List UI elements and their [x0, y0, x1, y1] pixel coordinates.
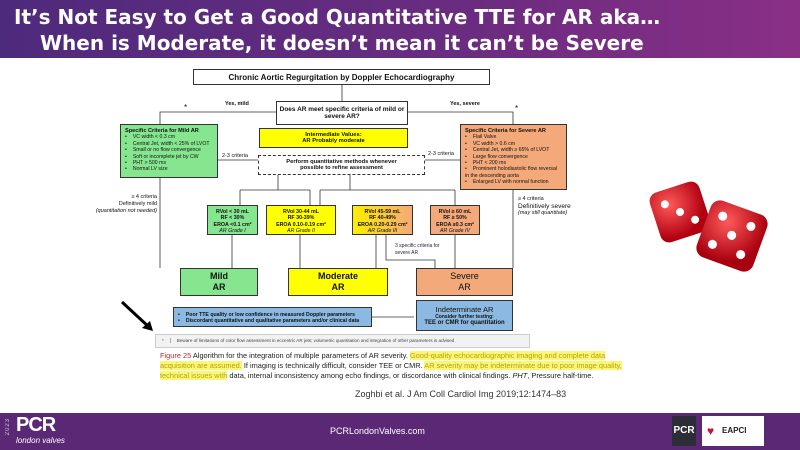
mild-criteria-box: Specific Criteria for Mild AR VC width <… [120, 124, 218, 178]
asterisk: * [515, 104, 519, 113]
criteria-2-3-right: 2-3 criteria [428, 151, 454, 157]
question-box: Does AR meet specific criteria of mild o… [276, 101, 408, 125]
eapci-logo: ♥ EAPCI [702, 416, 764, 446]
criteria-item: Prominent holodiastolic flow reversal in… [465, 166, 562, 179]
intermediate-box: Intermediate Values: AR Probably moderat… [259, 128, 408, 148]
footnote-box: *Beware of limitations of color flow ass… [155, 334, 530, 348]
criteria-item: VC width < 0.3 cm [125, 134, 213, 140]
criteria-item: Normal LV size [125, 166, 213, 172]
slide-title: It’s Not Easy to Get a Good Quantitative… [0, 0, 800, 58]
severe-criteria-box: Specific Criteria for Severe AR Flail Va… [460, 124, 567, 190]
criteria-item: VC width > 0.6 cm [465, 141, 562, 147]
footer-url[interactable]: PCRLondonValves.com [330, 426, 425, 436]
pcr-logo-sub: london valves [16, 436, 65, 445]
criteria-item: PHT > 500 ms [125, 160, 213, 166]
criteria-item: Central Jet, width ≥ 65% of LVOT [465, 147, 562, 153]
criteria-item: Soft or incomplete jet by CW [125, 154, 213, 160]
title-line-1: It’s Not Easy to Get a Good Quantitative… [14, 5, 661, 29]
title-line-2: When is Moderate, it doesn’t mean it can… [40, 31, 644, 55]
intermediate-title: Intermediate Values: [305, 132, 362, 138]
criteria-item: Flail Valve [465, 134, 562, 140]
severe-criteria-title: Specific Criteria for Severe AR [465, 128, 546, 134]
intermediate-sub: AR Probably moderate [302, 138, 365, 144]
figure-caption: Figure 25 Algorithm for the integration … [160, 351, 622, 380]
footer: 2023 PCR london valves PCRLondonValves.c… [0, 413, 800, 450]
three-specific-label: 3 specific criteria for severe AR [395, 243, 440, 256]
criteria-item: PHT < 200 ms [465, 160, 562, 166]
criteria-item: Large flow convergence [465, 154, 562, 160]
asterisk: * [184, 103, 188, 112]
indeterminate-box: Indeterminate AR Consider further testin… [416, 300, 513, 331]
dice-image [647, 178, 775, 275]
mild-criteria-title: Specific Criteria for Mild AR [125, 128, 199, 134]
pcr-badge: PCR [672, 416, 696, 446]
criteria-item: Central Jet, width < 25% of LVOT [125, 141, 213, 147]
chart-title: Chronic Aortic Regurgitation by Doppler … [193, 69, 490, 85]
citation: Zoghbi et al. J Am Coll Cardiol Img 2019… [355, 389, 567, 399]
criteria-item: Small or no flow convergence [125, 147, 213, 153]
pcr-logo: PCR [16, 414, 56, 436]
criteria-2-3-left: 2-3 criteria [222, 153, 248, 159]
poor-quality-box: Poor TTE quality or low confidence in me… [173, 307, 372, 327]
heart-icon: ♥ [707, 424, 715, 438]
quantitative-box: Perform quantitative methods whenever po… [258, 155, 425, 175]
yes-severe-label: Yes, severe [450, 101, 480, 107]
yes-mild-label: Yes, mild [225, 101, 249, 107]
footer-year: 2023 [5, 418, 11, 436]
criteria-item: Enlarged LV with normal function [465, 179, 562, 185]
